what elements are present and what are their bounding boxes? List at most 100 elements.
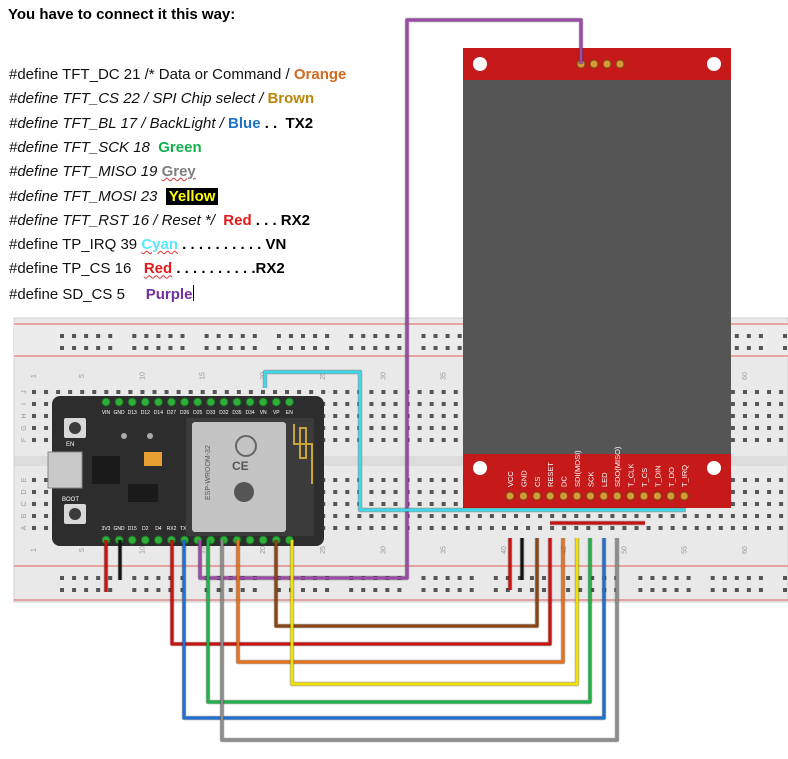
esp32-pin[interactable] [180,397,190,407]
esp32-pin[interactable] [167,397,176,407]
breadboard-hole [385,334,390,338]
tft-pin[interactable] [612,491,622,501]
breadboard-hole [188,390,193,394]
breadboard-hole [457,346,462,350]
esp32-pin[interactable] [101,397,111,407]
breadboard-hole [755,390,759,394]
esp32-pin[interactable] [245,535,255,545]
breadboard-hole [32,502,36,506]
tft-pin-label: VCC [506,471,515,487]
breadboard-hole [529,588,534,592]
esp32-pin[interactable] [127,535,137,545]
esp32-pin[interactable] [114,397,124,407]
breadboard-hole [598,526,603,530]
esp32-pin-label: VP [273,410,280,416]
tft-pin[interactable] [532,491,542,501]
breadboard-hole [574,526,579,530]
tft-pin-label: T_CLK [627,464,636,487]
breadboard-hole [718,526,723,530]
breadboard-hole [44,414,49,418]
breadboard-hole [276,334,281,338]
breadboard-hole [429,438,434,442]
esp32-pin[interactable] [232,397,242,407]
tft-pin[interactable] [679,491,689,501]
breadboard-hole [333,390,338,394]
tft-pin[interactable] [559,491,569,501]
breadboard-hole [526,514,531,518]
breadboard-hole [108,576,113,580]
tft-pin[interactable] [545,491,555,501]
tft-pin[interactable] [585,491,595,501]
wire-green [206,538,592,704]
breadboard-hole [730,526,735,530]
esp32-pin[interactable] [206,397,216,407]
breadboard-hole [429,478,434,482]
esp32-pin[interactable] [193,397,203,407]
esp32-pin[interactable] [219,397,229,407]
breadboard-hole [417,478,422,482]
wire-color-label: Brown [267,90,315,108]
breadboard-hole [321,390,326,394]
breadboard-hole [622,526,627,530]
esp32-pin[interactable] [258,397,268,407]
breadboard-hole [755,414,759,418]
breadboard-hole [369,526,374,530]
breadboard-hole [742,402,747,406]
breadboard-hole [228,588,233,592]
esp32-pin-label: GND [114,410,126,416]
breadboard-hole [369,490,374,494]
breadboard-hole [779,478,784,482]
breadboard-hole [783,346,787,350]
boot-button-label: BOOT [62,497,79,503]
esp32-pin[interactable] [245,397,255,407]
tft-pin[interactable] [666,491,676,501]
column-number: 15 [200,372,207,380]
breadboard-hole [357,526,362,530]
breadboard-hole [514,514,518,518]
esp32-pin[interactable] [153,397,163,407]
esp32-pin[interactable] [271,397,281,407]
esp32-pin[interactable] [284,397,294,407]
esp32-pin-label: D34 [246,410,255,416]
breadboard-hole [309,390,314,394]
breadboard-hole [421,588,426,592]
tft-pin[interactable] [505,491,515,501]
breadboard-hole [345,514,350,518]
tft-pin[interactable] [626,491,636,501]
breadboard-hole [634,526,639,530]
breadboard-hole [453,414,458,418]
breadboard-hole [32,478,36,482]
esp32-pin[interactable] [140,397,150,407]
column-number: 5 [79,374,86,378]
breadboard-hole [381,514,386,518]
breadboard-hole [433,588,438,592]
tft-pin[interactable] [518,491,528,501]
tft-pin[interactable] [599,491,609,501]
tft-pin[interactable] [652,491,662,501]
breadboard-hole [758,588,763,592]
esp32-pin[interactable] [127,397,137,407]
tft-pin[interactable] [639,491,649,501]
define-line: #define TFT_SCK 18 Green [9,139,202,157]
column-number: 40 [501,546,508,554]
breadboard-hole [767,414,772,418]
esp32-pin[interactable] [258,535,268,545]
breadboard-hole [393,478,398,482]
tft-pin[interactable] [572,491,582,501]
define-line: #define SD_CS 5 Purple [9,284,195,304]
breadboard-hole [722,576,727,580]
breadboard-hole [453,390,458,394]
esp32-pin[interactable] [153,535,163,545]
esp32-pin[interactable] [140,535,150,545]
breadboard-hole [313,346,318,350]
breadboard-hole [453,526,458,530]
row-letter: C [21,501,28,506]
wire-color-label: Cyan [141,236,178,254]
wire-color-label: Green [158,138,202,156]
breadboard-hole [730,426,735,430]
column-number: 35 [441,546,448,554]
breadboard-hole [397,346,402,350]
breadboard-hole [72,576,77,580]
breadboard-hole [252,334,257,338]
